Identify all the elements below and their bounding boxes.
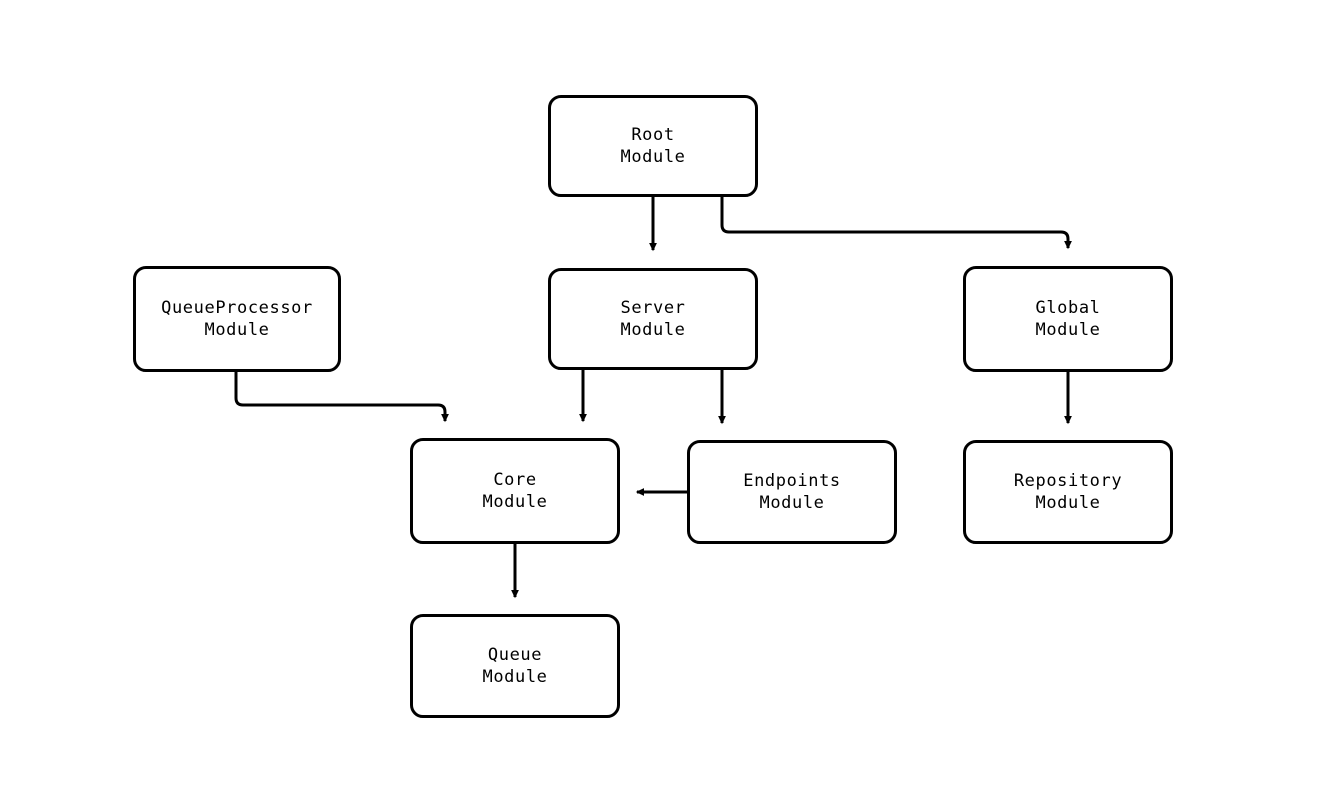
node-repository-module[interactable]: Repository Module [963, 440, 1173, 544]
edge-queueprocessor-to-core [234, 372, 449, 423]
node-core-module-name: Core [493, 470, 537, 490]
node-server-module[interactable]: Server Module [548, 268, 758, 370]
node-root-module-name: Root [631, 125, 675, 145]
node-global-module-suffix: Module [1035, 320, 1101, 340]
node-server-module-suffix: Module [620, 320, 686, 340]
node-repository-module-suffix: Module [1035, 493, 1101, 513]
node-root-module[interactable]: Root Module [548, 95, 758, 197]
node-repository-module-name: Repository [1013, 471, 1123, 491]
node-queue-module-suffix: Module [482, 667, 548, 687]
node-core-module-suffix: Module [482, 492, 548, 512]
node-global-module-name: Global [1035, 298, 1101, 318]
node-queue-module[interactable]: Queue Module [410, 614, 620, 718]
node-root-module-suffix: Module [620, 147, 686, 167]
node-queueprocessor-module[interactable]: QueueProcessor Module [133, 266, 341, 372]
edge-root-to-global [720, 197, 1072, 250]
node-server-module-name: Server [620, 298, 686, 318]
node-core-module[interactable]: Core Module [410, 438, 620, 544]
node-queue-module-name: Queue [487, 645, 543, 665]
node-global-module[interactable]: Global Module [963, 266, 1173, 372]
node-endpoints-module-suffix: Module [759, 493, 825, 513]
node-endpoints-module[interactable]: Endpoints Module [687, 440, 897, 544]
node-queueprocessor-module-suffix: Module [204, 320, 270, 340]
node-endpoints-module-name: Endpoints [743, 471, 841, 491]
node-queueprocessor-module-name: QueueProcessor [161, 298, 313, 318]
